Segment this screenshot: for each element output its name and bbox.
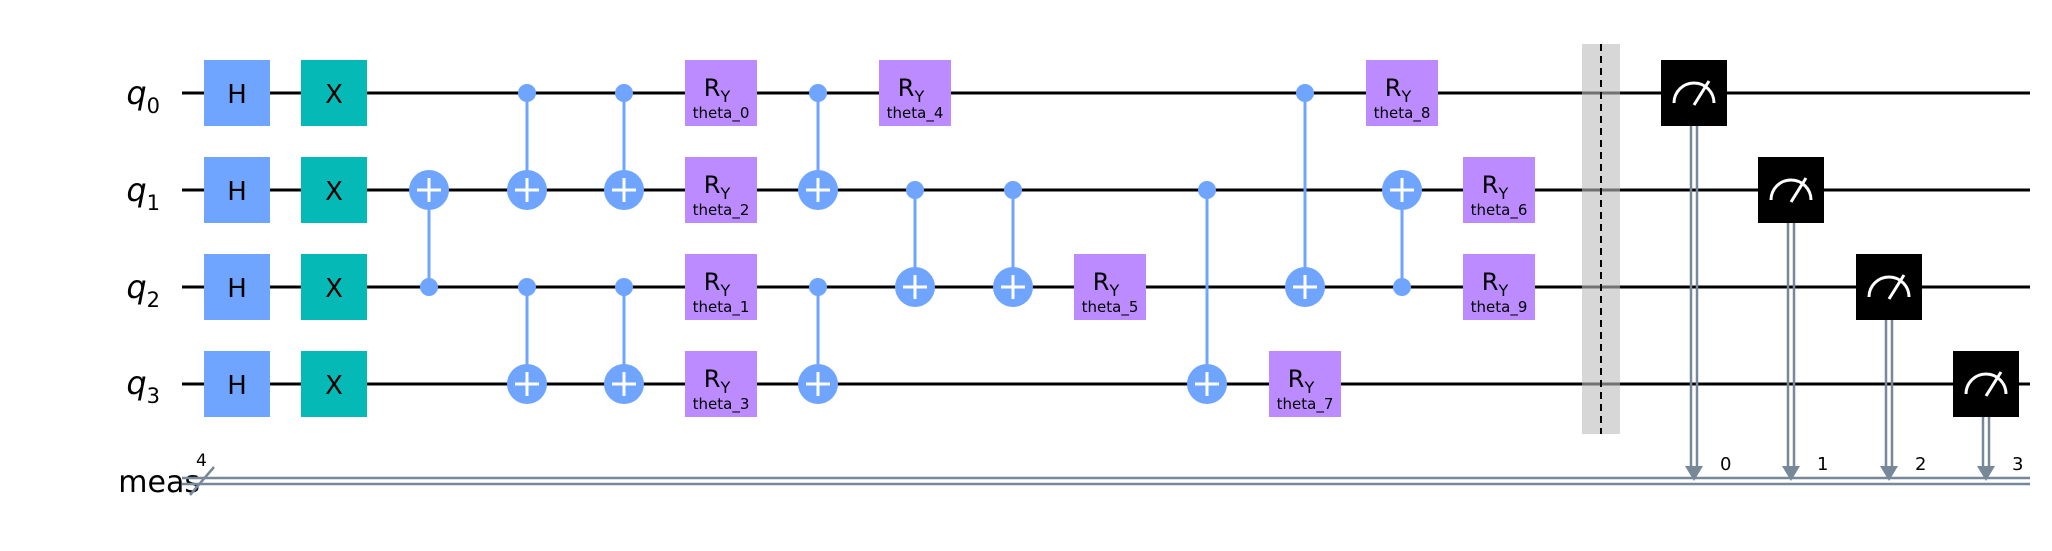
cnot-target-icon	[993, 267, 1033, 307]
control-dot-icon	[1393, 278, 1411, 296]
control-dot-icon	[518, 278, 536, 296]
barrier	[1582, 44, 1620, 434]
measure-meter-icon	[1769, 177, 1813, 203]
control-dot-icon	[1296, 84, 1314, 102]
control-dot-icon	[615, 278, 633, 296]
cnot-gate	[1285, 84, 1325, 307]
x-gate-q1: X	[301, 157, 367, 223]
cnot-gate	[409, 170, 449, 296]
cnot-target-icon	[409, 170, 449, 210]
cnot-gate	[798, 84, 838, 210]
cnot-gate	[798, 278, 838, 404]
h-gate-q0: H	[204, 60, 270, 126]
control-dot-icon	[809, 84, 827, 102]
h-gate-q2: H	[204, 254, 270, 320]
ry-gate-theta-4-param: theta_4	[887, 104, 944, 123]
cnot-gate	[604, 278, 644, 404]
cnot-target-icon	[1285, 267, 1325, 307]
classical-register-size: 4	[196, 451, 207, 471]
cnot-gate	[1382, 170, 1422, 296]
h-gate-q3-label: H	[227, 371, 247, 401]
qubit-label-q1: q1	[126, 171, 160, 215]
h-gate-q1-label: H	[227, 177, 247, 207]
register-labels: q0 q1 q2 q3 meas	[118, 74, 200, 500]
measure-meter-icon	[1867, 274, 1911, 300]
x-gate-q0: X	[301, 60, 367, 126]
measure-bit-index-2: 2	[1915, 454, 1926, 475]
ry-gate-theta-5-param: theta_5	[1082, 298, 1139, 317]
measure-bit-index-1: 1	[1817, 454, 1828, 475]
cnot-target-icon	[798, 170, 838, 210]
x-gate-q2: X	[301, 254, 367, 320]
qubit-label-q0: q0	[126, 74, 160, 118]
x-gate-q1-label: X	[325, 177, 343, 207]
ry-gate-theta-1-param: theta_1	[693, 298, 750, 317]
qubit-label-q3: q3	[126, 364, 160, 408]
ry-gate-theta-6-param: theta_6	[1471, 201, 1528, 220]
control-dot-icon	[809, 278, 827, 296]
cnot-target-icon	[895, 267, 935, 307]
control-dot-icon	[615, 84, 633, 102]
classical-wire: 4	[182, 451, 2030, 496]
ry-gate-theta-9-param: theta_9	[1471, 298, 1528, 317]
cnot-target-icon	[604, 364, 644, 404]
cnot-target-icon	[507, 170, 547, 210]
ry-gate-theta-8-param: theta_8	[1374, 104, 1431, 123]
ry-gate-theta-2-label: RY	[704, 171, 731, 203]
ry-gate-theta-3-param: theta_3	[693, 395, 750, 414]
control-dot-icon	[1004, 181, 1022, 199]
cnot-gate	[604, 84, 644, 210]
x-gate-q0-label: X	[325, 80, 343, 110]
classical-register-label: meas	[118, 465, 200, 500]
ry-gate-theta-2-param: theta_2	[693, 201, 750, 220]
ry-gate-theta-0-param: theta_0	[693, 104, 750, 123]
cnot-gate	[1187, 181, 1227, 404]
qubit-label-q2: q2	[126, 268, 160, 312]
measure-meter-icon	[1964, 371, 2008, 397]
cnot-target-icon	[798, 364, 838, 404]
measure-gate-q2: 2	[1856, 254, 1926, 481]
h-gate-q2-label: H	[227, 274, 247, 304]
cnot-target-icon	[1187, 364, 1227, 404]
control-dot-icon	[1198, 181, 1216, 199]
bundle-slash-icon	[189, 466, 215, 496]
measure-bit-index-0: 0	[1720, 454, 1731, 475]
x-gate-q3: X	[301, 351, 367, 417]
qubit-wires	[182, 91, 2030, 386]
cnot-gate	[507, 278, 547, 404]
control-dot-icon	[518, 84, 536, 102]
cnot-gate	[993, 181, 1033, 307]
h-gate-q3: H	[204, 351, 270, 417]
control-dot-icon	[420, 278, 438, 296]
cnot-target-icon	[507, 364, 547, 404]
measure-meter-icon	[1672, 80, 1716, 106]
measure-bit-index-3: 3	[2012, 454, 2023, 475]
cnot-target-icon	[1382, 170, 1422, 210]
measure-gate-q0: 0	[1661, 60, 1731, 481]
cnot-target-icon	[604, 170, 644, 210]
measure-gate-q3: 3	[1953, 351, 2023, 481]
cnot-gate	[895, 181, 935, 307]
x-gate-q3-label: X	[325, 371, 343, 401]
control-dot-icon	[906, 181, 924, 199]
ry-gate-theta-7-param: theta_7	[1277, 395, 1334, 414]
measure-gate-q1: 1	[1758, 157, 1828, 481]
h-gate-q1: H	[204, 157, 270, 223]
cnot-gate	[507, 84, 547, 210]
x-gate-q2-label: X	[325, 274, 343, 304]
h-gate-q0-label: H	[227, 80, 247, 110]
